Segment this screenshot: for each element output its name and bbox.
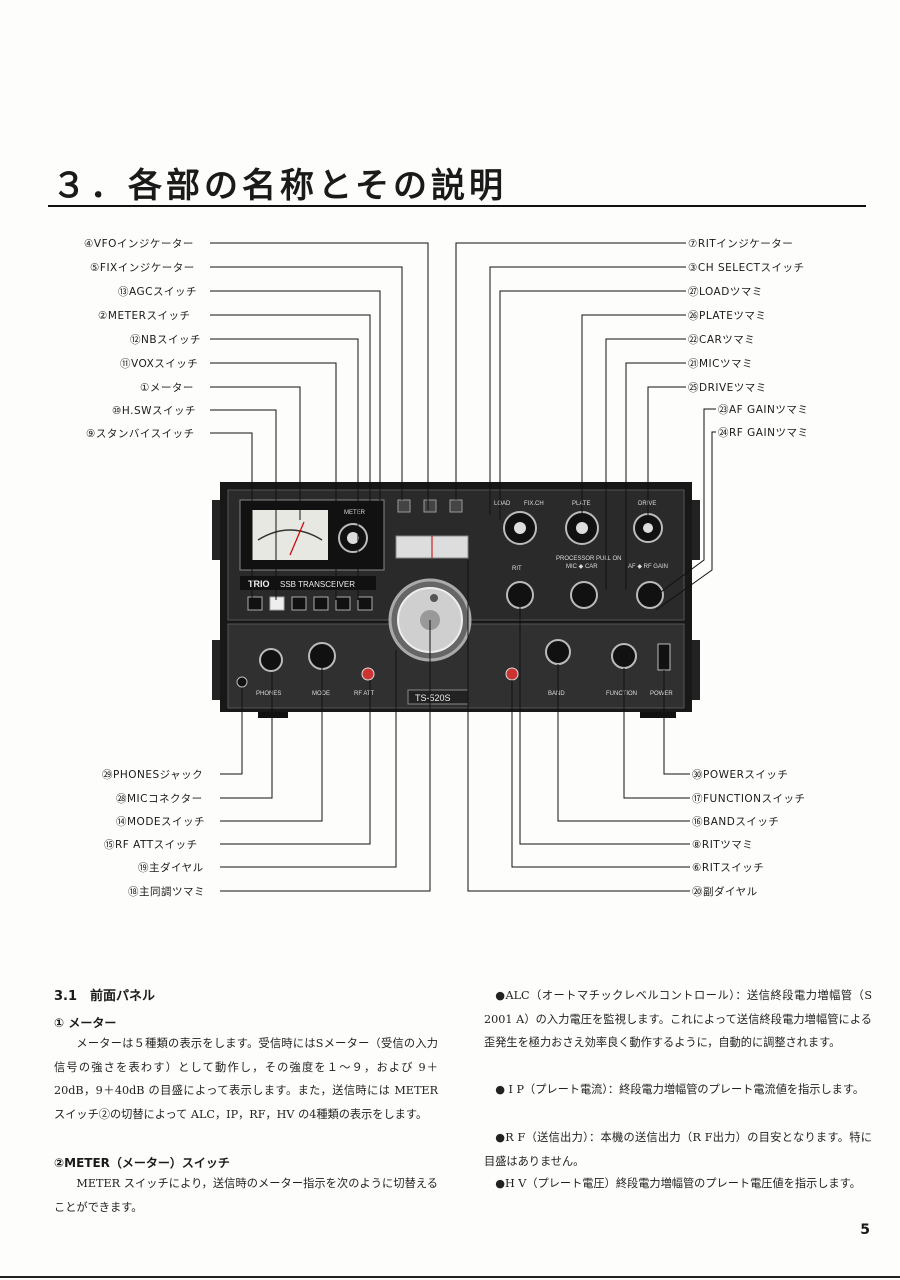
para-meter: メーターは５種類の表示をします。受信時にはSメーター（受信の入力信号の強さを表わ…	[54, 1032, 438, 1126]
para-ip: ● I P（プレート電流）：終段電力増幅管のプレート電流値を指示します。	[484, 1078, 872, 1102]
label-load-knob: ㉗LOADツマミ	[688, 284, 763, 299]
label-vox-switch: ⑪VOXスイッチ	[120, 356, 198, 371]
para-alc: ●ALC（オートマチックレベルコントロール）：送信終段電力増幅管（S 2001 …	[484, 984, 872, 1055]
panel-processor: PROCESSOR PULL ON	[556, 556, 621, 562]
label-plate-knob: ㉖PLATEツマミ	[688, 308, 766, 323]
label-standby-switch: ⑨スタンバイスイッチ	[86, 426, 195, 441]
label-vfo-indicator: ④VFOインジケーター	[84, 236, 194, 251]
label-function-switch: ⑰FUNCTIONスイッチ	[692, 791, 806, 806]
section-heading: 3.1 前面パネル	[54, 985, 155, 1004]
label-drive-knob: ㉕DRIVEツマミ	[688, 380, 767, 395]
panel-mode: MODE	[312, 691, 330, 697]
label-afgain-knob: ㉓AF GAINツマミ	[718, 402, 808, 417]
page-number: 5	[860, 1222, 870, 1238]
label-meter: ①メーター	[140, 380, 194, 395]
panel-rfatt: RF ATT	[354, 691, 375, 697]
brand-text: TRIO	[248, 579, 270, 589]
panel-meter: METER	[344, 510, 366, 516]
label-rfgain-knob: ㉔RF GAINツマミ	[718, 425, 808, 440]
label-mic-connector: ㉘MICコネクター	[116, 791, 203, 806]
model-text: SSB TRANSCEIVER	[280, 580, 355, 589]
subheading-meter: ① メーター	[54, 1014, 116, 1031]
panel-band: BAND	[548, 691, 565, 697]
label-sub-dial: ⑳副ダイヤル	[692, 884, 758, 899]
bottom-rule	[0, 1276, 900, 1278]
label-car-knob: ㉒CARツマミ	[688, 332, 755, 347]
panel-phones: PHONES	[256, 691, 281, 697]
panel-function: FUNCTION	[606, 691, 637, 697]
label-rit-indicator: ⑦RITインジケーター	[688, 236, 793, 251]
label-band-switch: ⑯BANDスイッチ	[692, 814, 779, 829]
panel-rit: RIT	[512, 566, 522, 572]
label-main-dial: ⑲主ダイヤル	[138, 860, 204, 875]
para-rf: ●R F（送信出力）：本機の送信出力（R F出力）の目安となります。特に目盛はあ…	[484, 1126, 872, 1173]
label-agc-switch: ⑬AGCスイッチ	[118, 284, 197, 299]
model-number: TS-520S	[415, 693, 451, 703]
panel-fixch: FIX.CH	[524, 501, 544, 507]
panel-load: LOAD	[494, 501, 511, 507]
label-rit-knob: ⑧RITツマミ	[692, 837, 753, 852]
label-ch-select: ③CH SELECTスイッチ	[688, 260, 805, 275]
label-mode-switch: ⑭MODEスイッチ	[116, 814, 205, 829]
label-phones-jack: ㉙PHONESジャック	[102, 767, 203, 782]
label-hsw-switch: ⑩H.SWスイッチ	[112, 403, 196, 418]
panel-drive: DRIVE	[638, 501, 656, 507]
panel-afrf: AF ◆ RF GAIN	[628, 564, 668, 570]
subheading-meter-switch: ②METER（メーター）スイッチ	[54, 1154, 230, 1171]
label-rfatt-switch: ⑮RF ATTスイッチ	[104, 837, 198, 852]
label-nb-switch: ⑫NBスイッチ	[130, 332, 201, 347]
para-meter-switch: METER スイッチにより，送信時のメーター指示を次のように切替えることができま…	[54, 1172, 438, 1219]
label-rit-switch: ⑥RITスイッチ	[692, 860, 764, 875]
panel-power: POWER	[650, 691, 673, 697]
label-power-switch: ㉚POWERスイッチ	[692, 767, 788, 782]
label-main-tuning: ⑱主同調ツマミ	[128, 884, 205, 899]
transceiver-illustration: TRIO SSB TRANSCEIVER TS-520S	[212, 482, 700, 718]
label-fix-indicator: ⑤FIXインジケーター	[90, 260, 195, 275]
para-hv: ●H V（プレート電圧）終段電力増幅管のプレート電圧値を指示します。	[484, 1172, 872, 1196]
label-meter-switch: ②METERスイッチ	[98, 308, 190, 323]
label-mic-knob: ㉑MICツマミ	[688, 356, 753, 371]
panel-plate: PLATE	[572, 501, 591, 507]
panel-miccar: MIC ◆ CAR	[566, 564, 598, 570]
